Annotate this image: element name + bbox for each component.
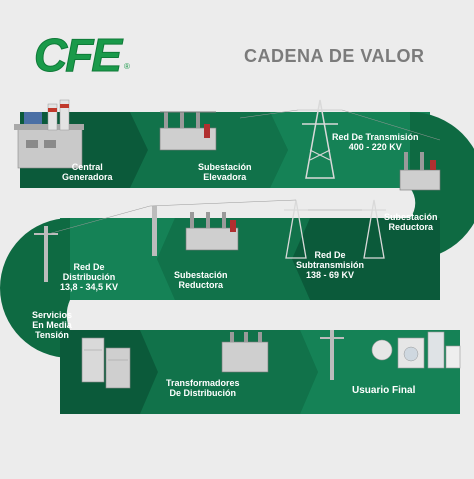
label-line: Red De — [314, 250, 346, 260]
label-line: Subestación — [198, 162, 252, 172]
label-line: 13,8 - 34,5 KV — [60, 282, 119, 292]
label-line: Red De Transmisión — [332, 132, 419, 142]
end-user-appliances-icon — [371, 331, 461, 369]
cfe-logo: CFE — [34, 29, 123, 82]
band-row-2 — [60, 218, 440, 300]
label-red-transmision: Red De Transmisión 400 - 220 KV — [332, 132, 419, 152]
label-line: Central — [71, 162, 103, 172]
distribution-pole-icon — [34, 199, 297, 282]
label-line: Elevadora — [203, 172, 247, 182]
label-line: Generadora — [62, 172, 113, 182]
label-line: Servicios — [32, 310, 73, 320]
substation-step-up-icon — [159, 111, 217, 151]
page-title: CADENA DE VALOR — [244, 46, 425, 66]
substation-step-down-icon-2 — [152, 206, 239, 256]
label-line: Reductora — [388, 222, 434, 232]
label-line: Subestación — [174, 270, 228, 280]
label-subestacion-elevadora: Subestación Elevadora — [198, 162, 252, 182]
subtransmission-tower-icon — [284, 199, 386, 259]
label-line: Red De — [73, 262, 105, 272]
label-line: 400 - 220 KV — [348, 142, 402, 152]
label-line: Tensión — [35, 330, 69, 340]
label-line: Reductora — [178, 280, 224, 290]
band-curve-left — [0, 218, 70, 358]
label-subestacion-reductora-2: Subestación Reductora — [174, 270, 228, 290]
label-line: 138 - 69 KV — [305, 270, 355, 280]
label-line: De Distribución — [169, 388, 237, 398]
label-subestacion-reductora-1: Subestación Reductora — [384, 212, 438, 232]
power-plant-icon — [14, 99, 84, 169]
label-line: Subestación — [384, 212, 438, 222]
transmission-tower-icon — [239, 99, 441, 179]
label-line: Distribución — [62, 272, 116, 282]
label-usuario-final: Usuario Final — [352, 386, 415, 396]
label-line: Transformadores — [166, 378, 240, 388]
registered-mark: ® — [124, 62, 130, 71]
label-red-subtransmision: Red De Subtransmisión 138 - 69 KV — [296, 250, 364, 280]
medium-voltage-cabinet-icon — [81, 337, 131, 389]
label-red-distribucion: Red De Distribución 13,8 - 34,5 KV — [60, 262, 118, 292]
label-line: Usuario Final — [352, 385, 416, 396]
substation-step-down-icon — [399, 152, 441, 191]
label-servicios-media-tension: Servicios En Media Tensión — [32, 310, 72, 340]
label-transformadores-distribucion: Transformadores De Distribución — [166, 378, 240, 398]
label-central-generadora: Central Generadora — [62, 162, 113, 182]
label-line: Subtransmisión — [296, 260, 365, 270]
label-line: En Media — [32, 320, 72, 330]
service-pole-icon — [320, 330, 344, 380]
distribution-transformer-icon — [221, 332, 269, 373]
